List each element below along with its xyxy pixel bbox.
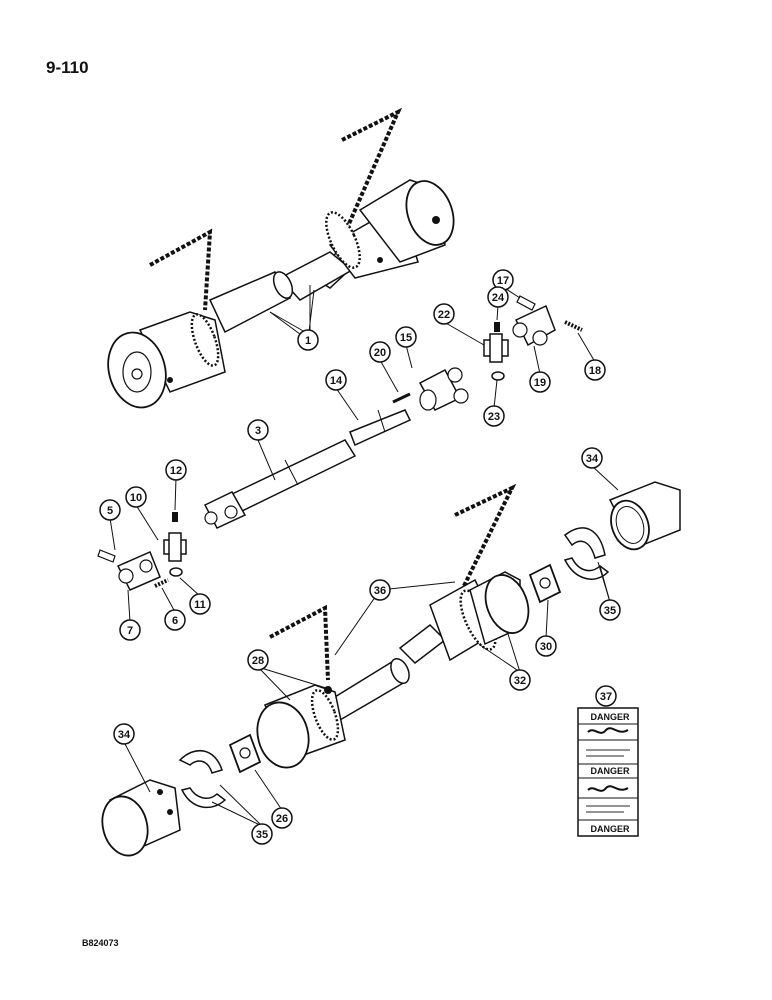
danger-decal: DANGER DANGER DANGER — [577, 707, 639, 837]
safety-chain-lower-left — [269, 604, 330, 681]
yoke-7 — [116, 551, 161, 591]
callout-18: 18 — [584, 359, 606, 381]
svg-text:36: 36 — [374, 585, 386, 597]
callout-19: 19 — [529, 371, 551, 393]
callout-35-left: 35 — [251, 823, 273, 845]
middle-shaft-parts — [203, 295, 583, 529]
svg-text:10: 10 — [130, 492, 142, 504]
svg-text:23: 23 — [488, 411, 500, 423]
svg-text:5: 5 — [107, 505, 113, 517]
lower-driveline-assembly — [101, 481, 681, 857]
bearing-ring-30 — [528, 563, 562, 604]
svg-text:32: 32 — [514, 675, 526, 687]
decal-danger-3: DANGER — [590, 824, 630, 834]
svg-text:6: 6 — [172, 615, 178, 627]
lock-pin-upper — [516, 295, 536, 311]
roll-pin — [392, 392, 411, 404]
upper-driveline-assembly — [107, 107, 455, 409]
front-shield-cone-lower — [256, 684, 346, 769]
inner-shield-tube-lower — [329, 657, 410, 722]
callout-7: 7 — [119, 619, 141, 641]
callout-26: 26 — [271, 807, 293, 829]
svg-text:11: 11 — [194, 599, 206, 611]
grease-fitting-upper — [494, 322, 500, 332]
callout-12: 12 — [165, 459, 187, 481]
callout-37: 37 — [595, 685, 617, 707]
spring-upper — [564, 320, 583, 332]
svg-text:28: 28 — [252, 655, 264, 667]
leader-lines — [109, 286, 619, 827]
page-number: 9-110 — [46, 58, 89, 77]
outer-shield-tube-upper — [278, 179, 455, 301]
end-cap-upper-right — [608, 481, 681, 551]
outer-shaft-tube — [349, 409, 412, 447]
front-shield-cone-upper — [107, 311, 226, 409]
callout-20: 20 — [369, 341, 391, 363]
callouts: 1 3 5 6 7 10 11 12 14 15 17 18 19 20 22 … — [99, 269, 621, 845]
callout-6: 6 — [164, 609, 186, 631]
svg-text:12: 12 — [170, 465, 182, 477]
cross-bearing-left — [163, 532, 187, 562]
lock-pin-left — [97, 549, 116, 563]
svg-text:19: 19 — [534, 377, 546, 389]
safety-chain-upper-left — [149, 228, 213, 311]
snap-ring-upper — [491, 371, 505, 381]
svg-text:26: 26 — [276, 813, 288, 825]
callout-22: 22 — [433, 303, 455, 325]
end-cap-lower-left — [101, 779, 181, 857]
svg-text:22: 22 — [438, 309, 450, 321]
cross-bearing-upper — [483, 333, 509, 363]
callout-5: 5 — [99, 499, 121, 521]
callout-34-lower: 34 — [113, 723, 135, 745]
svg-text:3: 3 — [255, 425, 261, 437]
callout-32: 32 — [509, 669, 531, 691]
callout-11: 11 — [189, 593, 211, 615]
svg-text:34: 34 — [118, 729, 131, 741]
safety-chain-lower-right — [454, 483, 517, 591]
svg-text:20: 20 — [374, 347, 386, 359]
outer-shield-cone-lower — [398, 571, 530, 664]
yoke-19 — [512, 304, 556, 347]
svg-text:14: 14 — [330, 375, 343, 387]
svg-text:30: 30 — [540, 641, 552, 653]
svg-text:18: 18 — [589, 365, 601, 377]
shield-halves-left — [178, 750, 227, 809]
svg-text:17: 17 — [497, 275, 509, 287]
callout-36: 36 — [369, 579, 391, 601]
inner-shaft-yoke — [203, 439, 357, 529]
callout-23: 23 — [483, 405, 505, 427]
svg-text:35: 35 — [604, 605, 616, 617]
callout-14: 14 — [325, 369, 347, 391]
decal-danger-1: DANGER — [590, 712, 630, 722]
callout-34-upper: 34 — [581, 447, 603, 469]
callout-28: 28 — [247, 649, 269, 671]
decal-danger-2: DANGER — [590, 766, 630, 776]
callout-10: 10 — [125, 486, 147, 508]
svg-text:24: 24 — [492, 292, 505, 304]
snap-ring-left — [169, 567, 183, 577]
yoke-15 — [418, 367, 469, 411]
callout-1: 1 — [297, 329, 319, 351]
svg-text:15: 15 — [400, 332, 412, 344]
document-code: B824073 — [82, 938, 119, 948]
spring-left — [154, 578, 169, 588]
callout-35-right: 35 — [599, 599, 621, 621]
callout-24: 24 — [487, 286, 509, 308]
bearing-ring-26 — [228, 733, 262, 774]
callout-3: 3 — [247, 419, 269, 441]
svg-text:37: 37 — [600, 691, 612, 703]
callout-30: 30 — [535, 635, 557, 657]
svg-text:35: 35 — [256, 829, 268, 841]
left-yoke-group — [97, 512, 187, 591]
callout-15: 15 — [395, 326, 417, 348]
svg-text:7: 7 — [127, 625, 133, 637]
inner-shield-tube-upper — [208, 271, 294, 334]
safety-chain-upper-right — [341, 107, 403, 227]
svg-text:34: 34 — [586, 453, 599, 465]
grease-fitting-left — [172, 512, 178, 522]
svg-text:1: 1 — [305, 335, 311, 347]
